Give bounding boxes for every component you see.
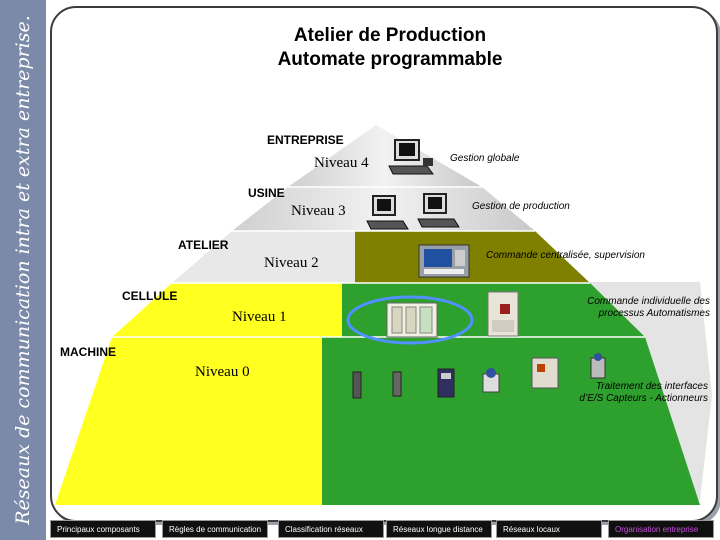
- sensor-icon: [352, 371, 362, 399]
- level-1-yellow: [112, 283, 342, 337]
- desc-level-4: Gestion globale: [450, 153, 520, 164]
- level-0-yellow: [55, 337, 322, 505]
- desc-level-1-line-1: Commande individuelle des: [587, 296, 710, 307]
- nav-organisation-entreprise[interactable]: Organisation entreprise: [608, 520, 714, 538]
- level-4-label: Niveau 4: [314, 155, 369, 171]
- desc-level-1-line-2: processus Automatismes: [598, 308, 710, 319]
- cap-atelier: ATELIER: [178, 238, 229, 252]
- nav-reseaux-longue-distance[interactable]: Réseaux longue distance: [386, 520, 492, 538]
- cap-machine: MACHINE: [60, 345, 116, 359]
- computer-icon: [417, 193, 460, 228]
- page-title: Atelier de Production Automate programma…: [220, 24, 560, 72]
- computer-icon: [366, 195, 409, 230]
- limit-switch-icon: [590, 353, 606, 379]
- cap-cellule: CELLULE: [122, 289, 178, 303]
- plc-icon: [386, 302, 438, 338]
- desc-level-3: Gestion de production: [472, 201, 570, 212]
- computer-icon: [388, 139, 434, 175]
- nav-principaux-composants[interactable]: Principaux composants: [50, 520, 156, 538]
- level-0-green: [322, 337, 700, 505]
- level-3-label: Niveau 3: [291, 203, 346, 219]
- desc-level-1: Commande individuelle des processus Auto…: [576, 296, 710, 320]
- sensor-icon: [392, 371, 402, 397]
- supervision-terminal-icon: [418, 244, 470, 278]
- cap-entreprise: ENTREPRISE: [267, 133, 344, 147]
- desc-level-0-line-2: d’E/S Capteurs - Actionneurs: [579, 393, 708, 404]
- contactor-icon: [531, 357, 559, 389]
- title-line-2: Automate programmable: [277, 49, 503, 70]
- level-dividers: [112, 186, 645, 338]
- level-4-grey: [288, 125, 482, 187]
- sidebar: Réseaux de communication intra et extra …: [0, 0, 46, 540]
- level-2-label: Niveau 2: [264, 255, 319, 271]
- plc-highlight-ellipse: [346, 295, 474, 345]
- desc-level-2: Commande centralisée, supervision: [486, 250, 645, 261]
- nav-regles-communication[interactable]: Règles de communication: [162, 520, 268, 538]
- cap-usine: USINE: [248, 186, 285, 200]
- level-2-grey: [172, 231, 355, 283]
- title-line-1: Atelier de Production: [293, 25, 487, 46]
- level-1-label: Niveau 1: [232, 309, 287, 325]
- drive-cabinet-icon: [487, 291, 519, 337]
- level-0-label: Niveau 0: [195, 364, 250, 380]
- level-2-olive: [355, 231, 590, 283]
- desc-level-0-line-1: Traitement des interfaces: [595, 381, 708, 392]
- desc-level-0: Traitement des interfaces d’E/S Capteurs…: [568, 381, 708, 405]
- actuator-icon: [437, 368, 455, 398]
- push-button-icon: [482, 368, 500, 393]
- nav-reseaux-locaux[interactable]: Réseaux locaux: [496, 520, 602, 538]
- nav-classification-reseaux[interactable]: Classification réseaux: [278, 520, 384, 538]
- bottom-navigation: Principaux composants Règles de communic…: [50, 520, 714, 540]
